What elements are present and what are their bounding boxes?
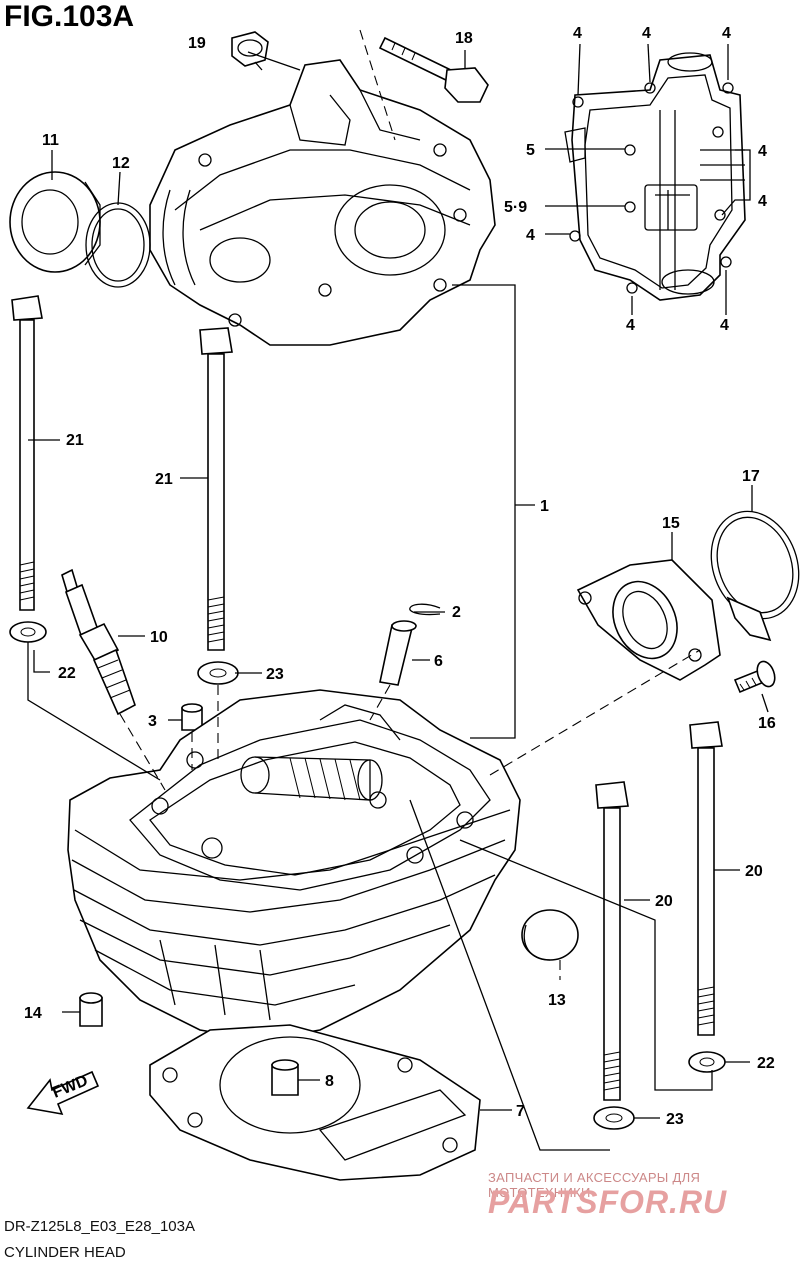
cylinder-head-cover [149,59,496,346]
stud-bolt-20-center [595,781,629,1101]
part-number-labels: 18 19 11 12 21 21 1 2 6 10 22 23 3 15 17… [24,25,776,1128]
watermark-subtitle: ЗАПЧАСТИ И АКСЕССУАРЫ ДЛЯ МОТОТЕХНИКИ [488,1170,701,1200]
dowel-pin-3 [181,703,203,731]
label-13: 13 [548,992,566,1009]
label-5-9: 5·9 [504,199,527,216]
label-4-e: 4 [758,143,767,160]
washer-22-right [688,1051,726,1073]
label-12: 12 [112,155,130,172]
cap-11 [9,171,101,273]
label-20-center: 20 [655,893,673,910]
label-4-f: 4 [758,193,767,210]
washer-23-left [197,661,239,685]
label-5: 5 [526,142,535,159]
label-17: 17 [742,468,760,485]
cap-13 [521,909,579,961]
label-1: 1 [540,498,549,515]
label-19: 19 [188,35,206,52]
label-4-a: 4 [573,25,582,42]
model-code: DR-Z125L8_E03_E28_103A [4,1218,195,1235]
label-22-right: 22 [757,1055,775,1072]
washer-22-left [9,621,47,643]
watermark-logo: PARTSFOR.RU [488,1184,728,1220]
label-23-right: 23 [666,1111,684,1128]
cylinder-head-gasket-7 [149,1024,481,1181]
label-4-h: 4 [720,317,729,334]
label-7: 7 [516,1103,525,1120]
label-16: 16 [758,715,776,732]
cylinder-head [67,689,521,1041]
label-15: 15 [662,515,680,532]
washer-23-right [593,1106,635,1130]
fwd-direction-arrow: FWD [26,1070,100,1116]
dowel-pin-8 [271,1059,299,1096]
diagram-caption: CYLINDER HEAD [4,1244,126,1261]
label-23-left: 23 [266,666,284,683]
label-4-d: 4 [526,227,535,244]
label-8: 8 [325,1073,334,1090]
dowel-pin-14 [79,992,103,1027]
label-2: 2 [452,604,461,621]
bolt-18 [378,36,489,103]
label-14: 14 [24,1005,42,1022]
leader-lines [27,29,769,1151]
clip-2 [409,603,441,616]
stud-bolt-21-center [199,327,233,651]
bolt-19 [231,31,269,71]
hose-clamp-17 [710,510,800,642]
label-11: 11 [42,132,59,149]
label-4-g: 4 [626,317,635,334]
label-18: 18 [455,30,473,47]
label-6: 6 [434,653,443,670]
screw-16 [733,660,776,694]
figure-title: FIG.103A [4,0,135,33]
valve-guide-6 [379,620,417,686]
head-cover-gasket [564,52,746,301]
label-20-right: 20 [745,863,763,880]
label-22-left: 22 [58,665,76,682]
stud-bolt-20-right [689,721,723,1036]
spark-plug-10 [61,568,136,716]
label-3: 3 [148,713,157,730]
label-4-c: 4 [722,25,731,42]
label-21-center: 21 [155,471,173,488]
label-4-b: 4 [642,25,651,42]
stud-bolt-21-left [11,295,43,611]
intake-pipe-15 [576,559,721,681]
label-21-left: 21 [66,432,84,449]
label-10: 10 [150,629,168,646]
